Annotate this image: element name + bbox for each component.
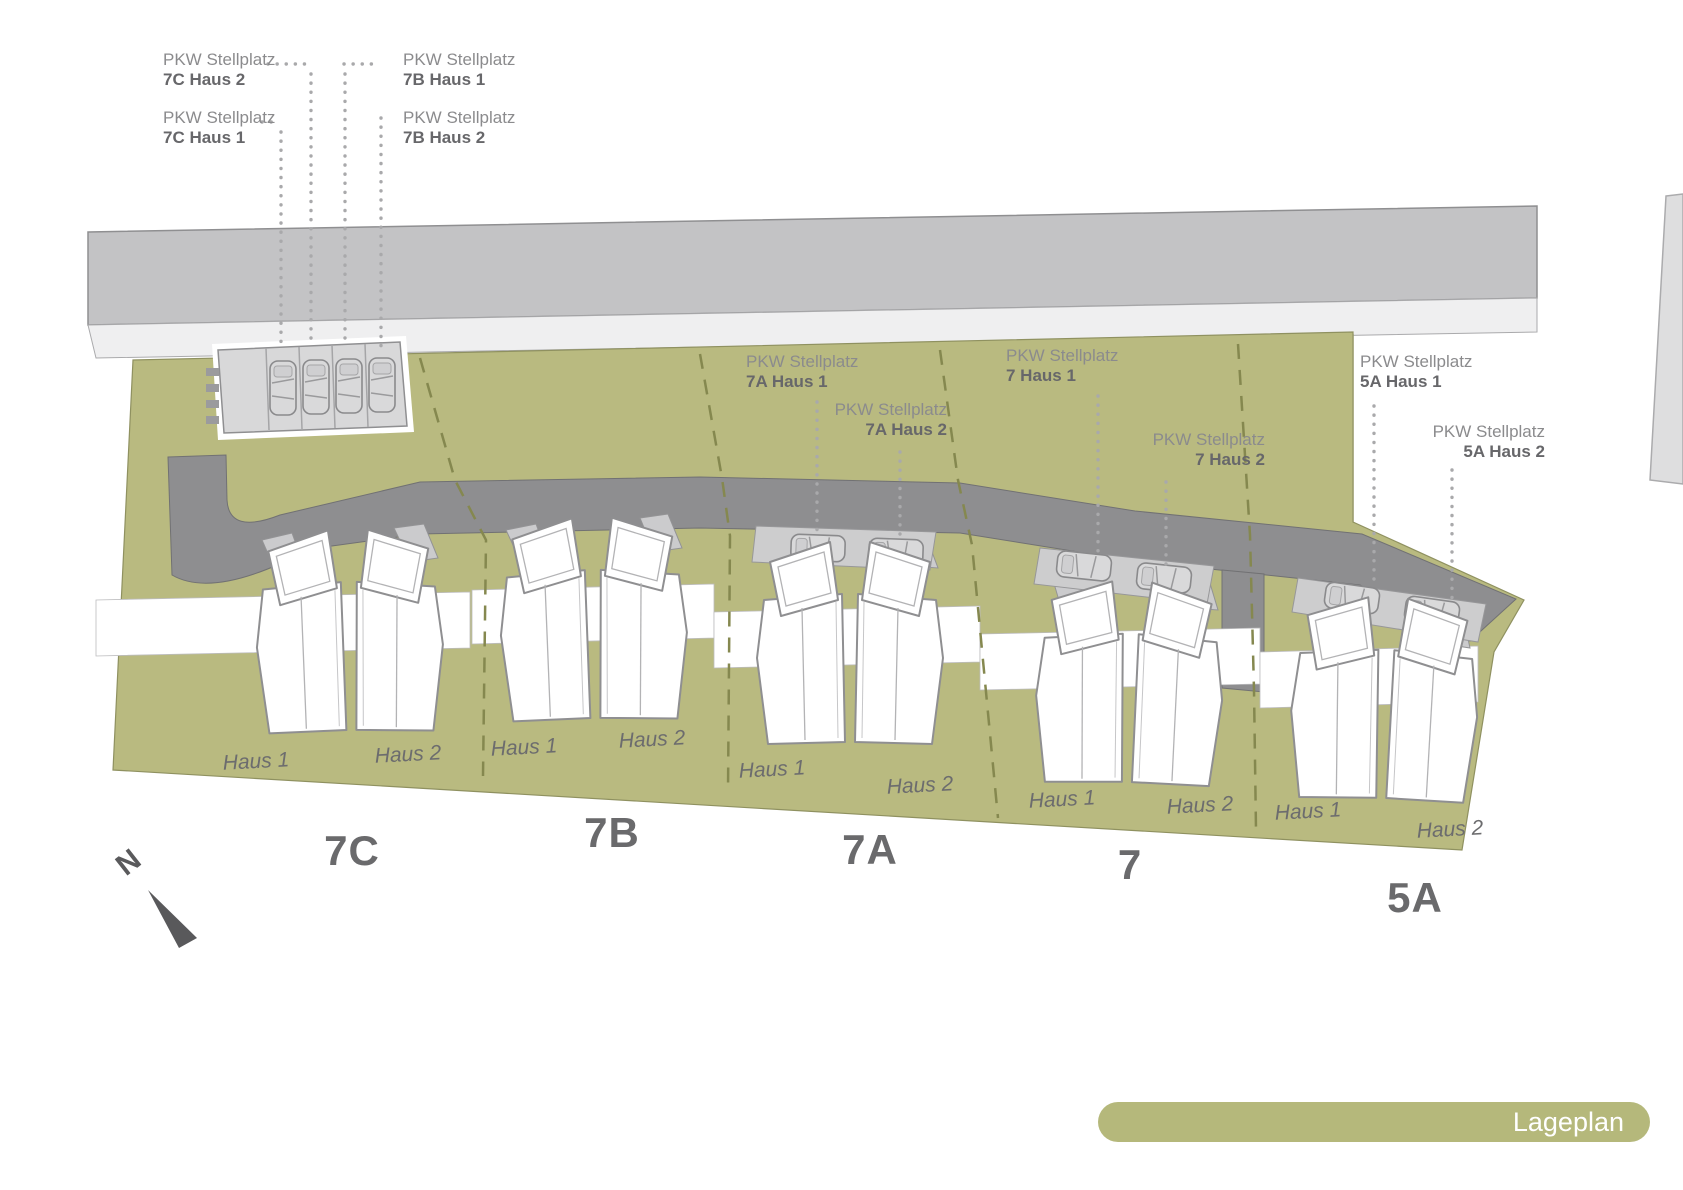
estate-street [167,454,1517,642]
parking-label-line1: PKW Stellplatz [163,50,276,69]
parking-label-7-haus1: PKW Stellplatz 7 Haus 1 [1006,346,1118,386]
parking-label-line2: 7 Haus 1 [1006,366,1076,385]
parked-car [368,357,396,413]
haus-label-7a-2: Haus 2 [886,772,954,799]
plot-dividers [418,343,1258,831]
parked-car [1054,549,1114,583]
parking-label-7c-haus2: PKW Stellplatz 7C Haus 2 [163,50,275,90]
parked-car [269,360,297,416]
lageplan-badge-label: Lageplan [1512,1107,1624,1137]
parking-label-line2: 7 Haus 2 [1195,450,1265,469]
parking-label-line1: PKW Stellplatz [1360,352,1473,371]
parking-label-line2: 7B Haus 1 [403,70,486,89]
haus-label-7b-2: Haus 2 [618,726,686,753]
parking-label-line1: PKW Stellplatz [1006,346,1119,365]
parking-label-line1: PKW Stellplatz [403,108,516,127]
parking-label-line2: 5A Haus 2 [1463,442,1545,461]
parking-label-line1: PKW Stellplatz [163,108,276,127]
parking-label-line2: 7C Haus 1 [163,128,246,147]
parking-label-7c-haus1: PKW Stellplatz 7C Haus 1 [163,108,275,148]
parking-label-line2: 7A Haus 2 [865,420,947,439]
haus-label-7c-2: Haus 2 [374,741,442,768]
plot-number-5a: 5A [1387,874,1443,921]
haus-label-7c-1: Haus 1 [222,748,290,775]
parking-stall-lines [265,343,369,431]
parking-label-line2: 5A Haus 1 [1360,372,1442,391]
parked-car [335,358,363,414]
parked-car [302,359,330,415]
plot-number-7: 7 [1117,841,1143,888]
parking-label-line1: PKW Stellplatz [1432,422,1545,441]
north-arrow [148,890,197,948]
haus-label-7b-1: Haus 1 [490,734,558,761]
plot-number-7c: 7C [324,827,380,874]
parking-label-5a-haus2: PKW Stellplatz 5A Haus 2 [1365,422,1545,462]
parking-label-line2: 7B Haus 2 [403,128,486,147]
haus-label-7-1: Haus 1 [1028,786,1096,813]
lageplan-badge[interactable]: Lageplan [1098,1102,1650,1142]
parking-label-line1: PKW Stellplatz [834,400,947,419]
parking-label-line1: PKW Stellplatz [1152,430,1265,449]
parking-label-line1: PKW Stellplatz [746,352,859,371]
haus-label-7-2: Haus 2 [1166,792,1234,819]
haus-label-5a-1: Haus 1 [1274,798,1342,825]
parking-label-line2: 7A Haus 1 [746,372,828,391]
parking-label-7b-haus1: PKW Stellplatz 7B Haus 1 [403,50,515,90]
sidewalk [87,297,1538,359]
parking-label-7-haus2: PKW Stellplatz 7 Haus 2 [1085,430,1265,470]
haus-label-7a-1: Haus 1 [738,756,806,783]
parking-label-7b-haus2: PKW Stellplatz 7B Haus 2 [403,108,515,148]
plot-number-7a: 7A [842,826,898,873]
leader-lines [260,62,1454,604]
parking-label-7a-haus1: PKW Stellplatz 7A Haus 1 [746,352,858,392]
parking-label-5a-haus1: PKW Stellplatz 5A Haus 1 [1360,352,1472,392]
parking-label-line2: 7C Haus 2 [163,70,246,89]
parking-label-7a-haus2: PKW Stellplatz 7A Haus 2 [767,400,947,440]
haus-label-5a-2: Haus 2 [1416,816,1484,843]
plot-number-7b: 7B [584,809,640,856]
lot-hatch-marks [206,368,219,424]
right-edge-road [1649,193,1683,485]
parking-label-line1: PKW Stellplatz [403,50,516,69]
